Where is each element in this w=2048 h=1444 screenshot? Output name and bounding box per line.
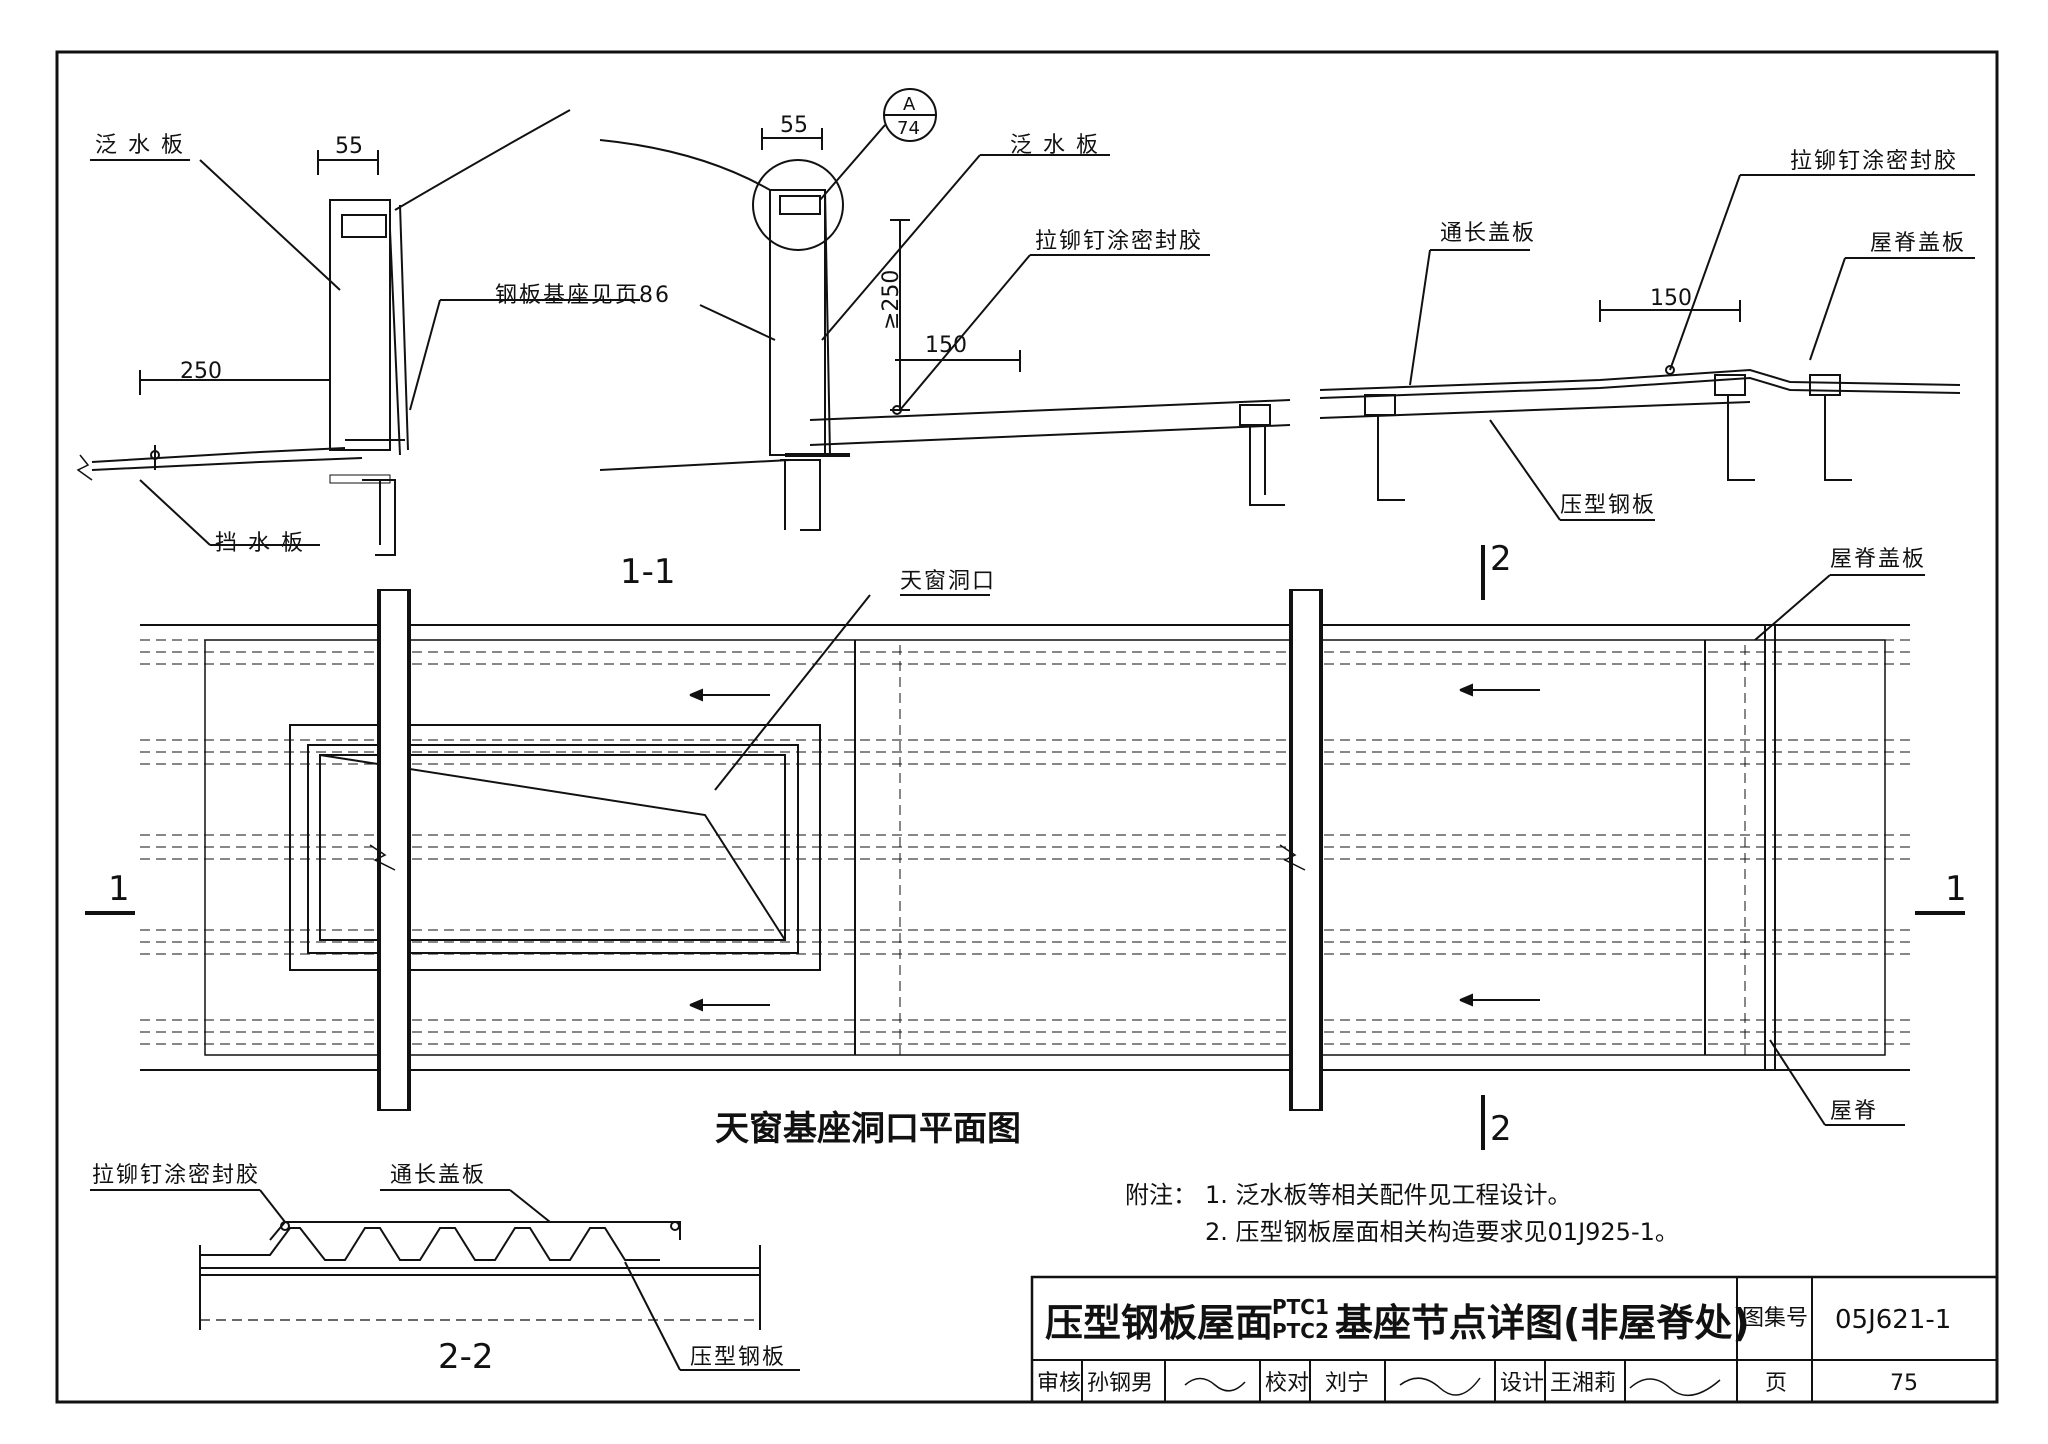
- review-label: 审核: [1037, 1371, 1081, 1396]
- section-2-2: [90, 1189, 800, 1371]
- title-part-b: 基座节点详图(非屋脊处): [1335, 1301, 1750, 1345]
- dim-150-right: 150: [1650, 286, 1692, 311]
- label-ridge-cover-top: 屋脊盖板: [1870, 231, 1966, 256]
- dim-250: 250: [180, 359, 222, 384]
- label-rivet-22: 拉铆钉涂密封胶: [92, 1163, 260, 1188]
- ref-a: A: [903, 94, 916, 115]
- checker-name: 刘宁: [1325, 1371, 1369, 1396]
- plan-title: 天窗基座洞口平面图: [715, 1109, 1021, 1149]
- label-rivet-right: 拉铆钉涂密封胶: [1790, 149, 1958, 174]
- title-code-1: PTC1: [1272, 1295, 1329, 1319]
- label-pressed-steel: 压型钢板: [1560, 493, 1656, 518]
- atlas-number: 05J621-1: [1835, 1305, 1951, 1335]
- reviewer-name: 孙钢男: [1087, 1371, 1153, 1396]
- page-label: 页: [1765, 1371, 1787, 1396]
- note-2: 2. 压型钢板屋面相关构造要求见01J925-1。: [1205, 1218, 1679, 1246]
- cut-1-left: 1: [108, 869, 130, 909]
- label-rivet-mid: 拉铆钉涂密封胶: [1035, 229, 1203, 254]
- label-flashing-left: 泛 水 板: [95, 133, 185, 158]
- dim-250-vertical: ≥250: [879, 270, 904, 330]
- note-1: 1. 泛水板等相关配件见工程设计。: [1205, 1181, 1572, 1209]
- label-ridge-cover-plan: 屋脊盖板: [1830, 547, 1926, 572]
- label-cover-long: 通长盖板: [1440, 221, 1536, 246]
- label-steel-base: 钢板基座见页86: [495, 283, 671, 308]
- text-layer: 泛 水 板 55 250 钢板基座见页86 挡 水 板 1-1 55 A 74 …: [92, 94, 1967, 1396]
- label-flashing-mid: 泛 水 板: [1010, 133, 1100, 158]
- sheet-frame: [55, 50, 1999, 1404]
- cut-1-right: 1: [1945, 869, 1967, 909]
- page-number: 75: [1890, 1371, 1918, 1396]
- cut-2-top: 2: [1490, 539, 1512, 579]
- dim-150-mid: 150: [925, 333, 967, 358]
- designer-name: 王湘莉: [1550, 1371, 1616, 1396]
- plan-view: [85, 574, 1965, 1150]
- design-label: 设计: [1500, 1371, 1544, 1396]
- section-1-1-left: [76, 109, 640, 556]
- ref-74: 74: [897, 118, 920, 139]
- label-pressed-steel-22: 压型钢板: [690, 1345, 786, 1370]
- cut-2-bottom: 2: [1490, 1109, 1512, 1149]
- check-label: 校对: [1265, 1371, 1309, 1396]
- title-part-a: 压型钢板屋面: [1045, 1301, 1273, 1345]
- section-1-1-mid: [599, 88, 1291, 531]
- dim-55-mid: 55: [780, 113, 808, 138]
- section-1-1-right: [1319, 174, 1975, 600]
- label-skylight-opening: 天窗洞口: [900, 569, 996, 594]
- notes-head: 附注：: [1125, 1181, 1197, 1209]
- dim-55-left: 55: [335, 134, 363, 159]
- section-label-1-1: 1-1: [620, 552, 676, 592]
- label-ridge: 屋脊: [1830, 1099, 1878, 1124]
- label-water-stop: 挡 水 板: [215, 531, 305, 556]
- title-code-2: PTC2: [1272, 1319, 1329, 1343]
- label-cover-long-22: 通长盖板: [390, 1163, 486, 1188]
- title-block: [1030, 1275, 1999, 1404]
- atlas-label: 图集号: [1742, 1306, 1808, 1331]
- section-label-2-2: 2-2: [438, 1337, 494, 1377]
